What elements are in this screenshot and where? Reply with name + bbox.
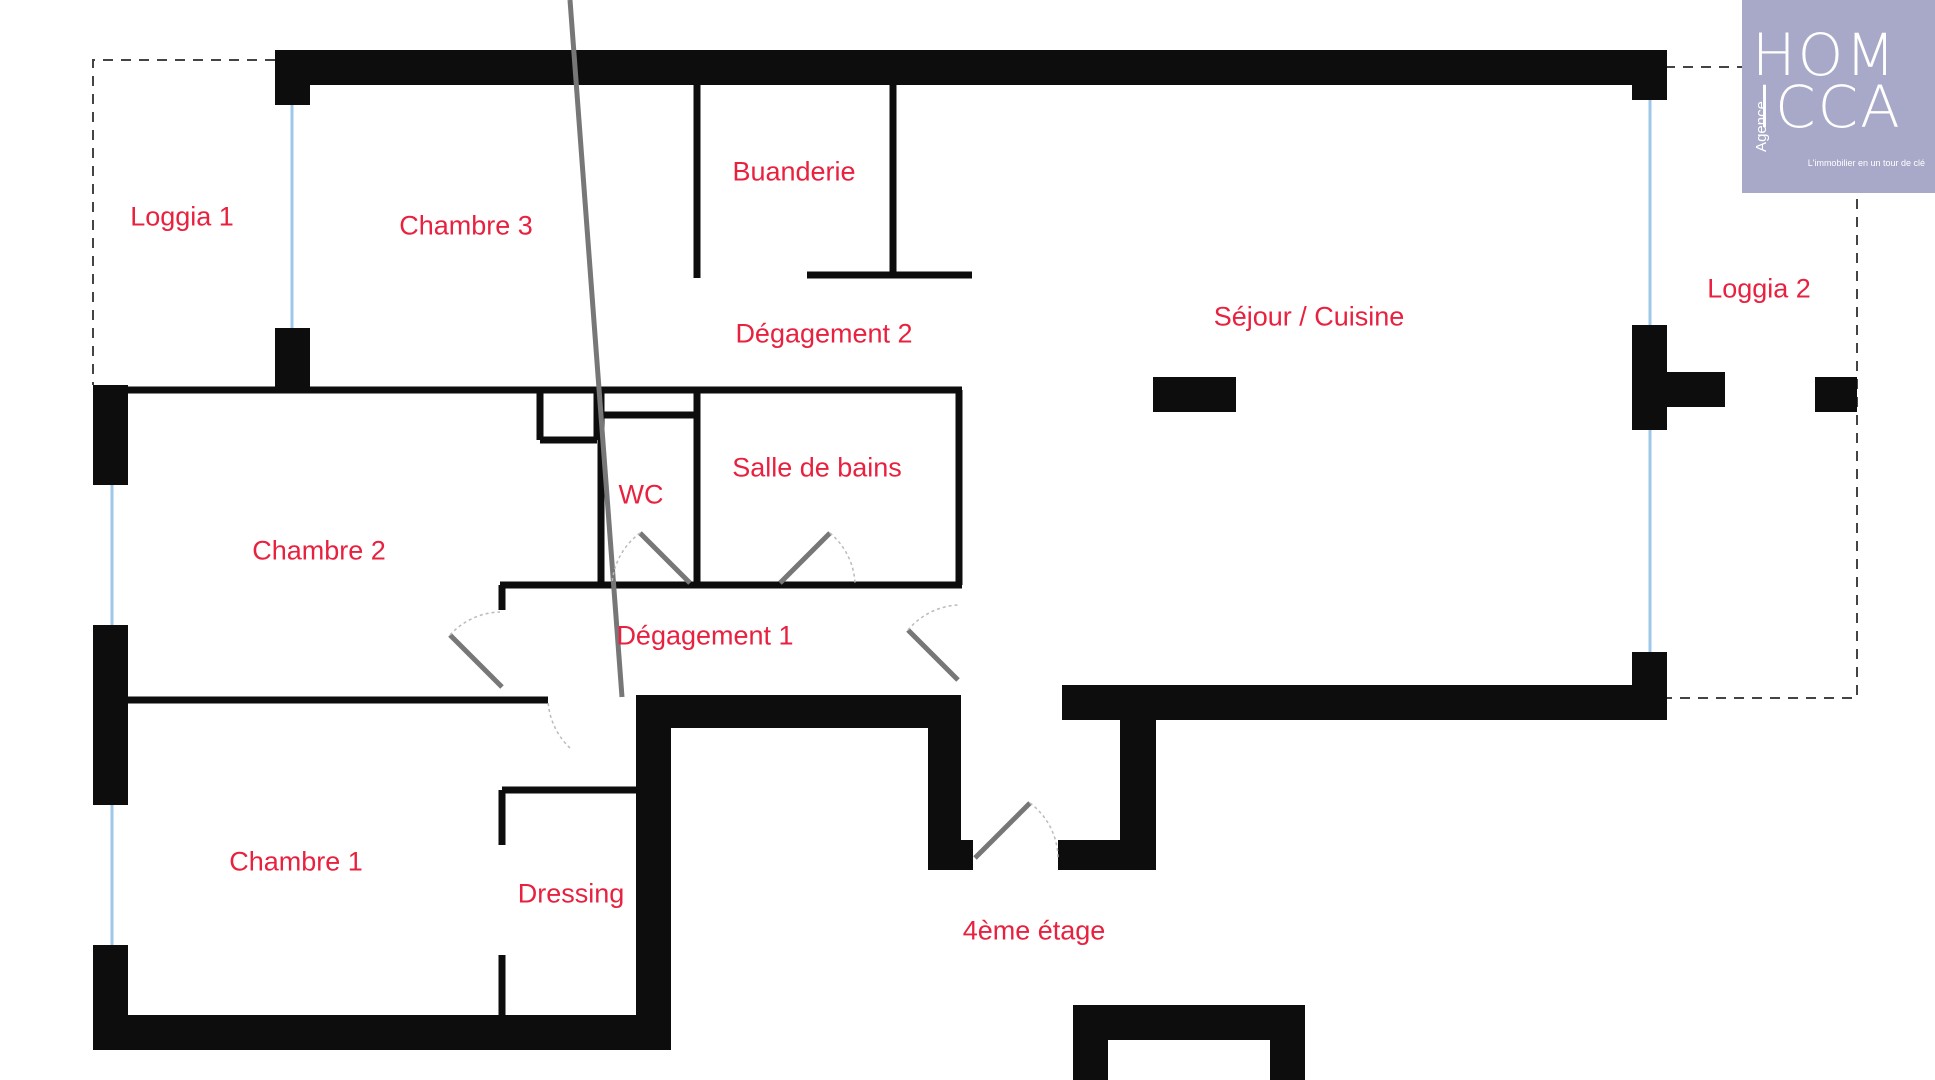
label-loggia-2: Loggia 2	[1707, 273, 1811, 304]
logo-line-2: ICCA	[1756, 73, 1902, 141]
label-degagement-1: Dégagement 1	[616, 620, 794, 651]
partitions	[93, 68, 972, 1030]
wall-right-mid	[1632, 325, 1667, 430]
label-chambre-2: Chambre 2	[252, 535, 386, 566]
pillar-loggia-b	[1815, 377, 1857, 412]
wall-stair-foot	[928, 840, 973, 870]
pillar-living	[1153, 377, 1236, 412]
wall-dressing-right	[636, 700, 671, 1050]
agency-logo: HOM ICCA Agence L'immobilier en un tour …	[1742, 0, 1935, 193]
walls	[93, 50, 1857, 1080]
wall-left-outer-2	[93, 625, 128, 805]
logo-tagline: L'immobilier en un tour de clé	[1807, 158, 1925, 168]
door-arcs	[449, 532, 1059, 859]
wall-lower-unit-top	[1073, 1005, 1305, 1040]
wall-left-upper-low	[275, 328, 310, 388]
label-palier-4eme-etage: 4ème étage	[962, 915, 1106, 946]
wall-stair-left	[636, 695, 961, 728]
logo-line-1: HOM	[1752, 21, 1898, 89]
wall-bottom-right	[1062, 685, 1667, 720]
label-chambre-1: Chambre 1	[229, 846, 363, 877]
door-entry	[973, 801, 1032, 860]
door-wc	[638, 531, 692, 585]
door-arc-wc	[611, 532, 641, 584]
logo-vertical-text: Agence	[1752, 101, 1770, 152]
door-arc-ch2	[449, 611, 501, 636]
wall-left-upper	[275, 50, 310, 105]
door-sdb	[778, 531, 832, 585]
label-loggia-1: Loggia 1	[130, 201, 234, 232]
door-arc-entry	[1029, 802, 1059, 859]
door-arc-sdb	[829, 532, 856, 584]
wall-lower-unit-left	[1073, 1005, 1108, 1080]
doors	[448, 0, 1032, 860]
door-chambre-1	[567, 0, 625, 698]
label-salle-de-bains: Salle de bains	[732, 452, 902, 483]
wall-entry-foot	[1058, 840, 1156, 870]
wall-lower-unit-right	[1270, 1005, 1305, 1080]
wall-left-outer-1	[93, 385, 128, 485]
loggia-1-outline	[92, 59, 275, 385]
label-buanderie: Buanderie	[732, 156, 856, 187]
wall-right-top	[1632, 50, 1667, 100]
door-deg1-right	[906, 628, 960, 682]
label-wc: WC	[618, 479, 664, 510]
windows	[110, 100, 1652, 945]
label-degagement-2: Dégagement 2	[735, 318, 913, 349]
wall-bottom-left	[93, 1015, 671, 1050]
door-chambre-2	[448, 633, 504, 689]
label-dressing: Dressing	[517, 878, 625, 909]
wall-entry-right	[1062, 685, 1095, 720]
loggia-outlines	[92, 59, 1858, 699]
label-chambre-3: Chambre 3	[399, 210, 533, 241]
door-arc-ch1	[547, 699, 571, 749]
label-sejour-cuisine: Séjour / Cuisine	[1213, 301, 1405, 332]
wall-top	[275, 50, 1665, 85]
pillar-loggia-a	[1665, 372, 1725, 407]
door-arc-deg1	[907, 604, 959, 631]
